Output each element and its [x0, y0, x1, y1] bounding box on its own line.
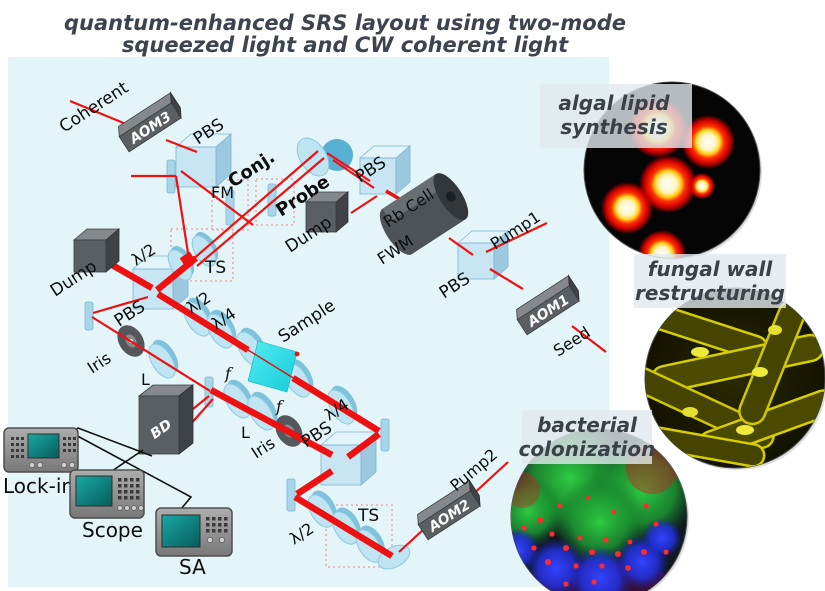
beam-pump1	[485, 222, 548, 253]
algal-inset-label: algal lipid synthesis	[540, 84, 692, 148]
flip-mirror-box-1	[211, 179, 249, 231]
sa-instrument	[155, 507, 233, 557]
beam-lo-to-bs	[91, 316, 211, 392]
pbs-cube-2	[358, 145, 412, 195]
beam-lo-down	[174, 175, 192, 267]
beam-mirror-pbs5	[346, 431, 381, 460]
beam-coherent-in	[69, 99, 127, 126]
sa-keypad	[206, 517, 228, 533]
bacterial-red-dots	[521, 495, 669, 587]
sa-label: SA	[179, 555, 206, 579]
algal-label-line2: synthesis	[560, 115, 667, 139]
bacterial-label-line2: colonization	[519, 437, 656, 461]
algal-label-line1: algal lipid	[558, 91, 670, 115]
scope-keypad	[118, 478, 140, 500]
beam-cross-marker	[179, 251, 197, 269]
beam-pbs5-mirror	[295, 468, 334, 497]
translation-stage-box-bottom	[325, 504, 393, 568]
beam-probe-2	[196, 157, 325, 267]
laser-beams	[69, 99, 607, 559]
beam-pump2-path	[293, 494, 394, 559]
pbs-cube-3	[456, 230, 510, 280]
sample-cuvette	[247, 340, 298, 393]
f-lens-label-1: f	[224, 364, 234, 383]
scope-screen	[75, 475, 113, 507]
l-lens-label-1: L	[141, 370, 150, 389]
beam-sample-focus	[247, 349, 296, 380]
beam-pbs4-mirror	[92, 295, 149, 315]
beam-pbs3-aom1	[489, 268, 524, 290]
beam-pbs2-mirror-1	[326, 152, 371, 182]
beam-pbs4-sample	[156, 291, 250, 353]
bacterial-inset-label: bacterial colonization	[519, 410, 656, 464]
ts-bottom-label: TS	[357, 506, 379, 526]
beam-conjugate	[180, 170, 254, 226]
mirror-right-icon	[380, 418, 390, 452]
beam-seed	[571, 325, 607, 353]
l-lens-label-2: L	[241, 423, 250, 442]
flip-mirror-box-2	[255, 178, 295, 226]
lockin-keypad-right	[63, 437, 76, 452]
scope-label: Scope	[82, 518, 143, 542]
bacterial-label-line1: bacterial	[537, 413, 638, 437]
beam-sample-mirror	[291, 375, 381, 434]
pbs-cube-1	[174, 133, 233, 188]
beam-probe-1	[190, 150, 319, 262]
curved-mirror-icon	[296, 137, 353, 177]
rb-cell-cylinder	[379, 173, 469, 255]
beam-aom3-pbs1	[165, 138, 198, 154]
sa-screen	[161, 514, 201, 548]
lockin-instrument	[3, 427, 79, 473]
figure-title-line1: quantum-enhanced SRS layout using two-mo…	[64, 11, 626, 35]
f-lens-label-2: f	[275, 397, 285, 416]
beam-rb-pbs3	[448, 237, 474, 256]
wire-to-sa	[69, 431, 193, 510]
lockin-keypad-left	[11, 437, 24, 458]
fungal-label-line2: restructuring	[635, 281, 785, 305]
scope-instrument	[69, 469, 145, 519]
beam-mirror-aom2	[398, 528, 425, 553]
fm-label: FM	[211, 183, 234, 202]
dump-cube-top	[304, 191, 350, 233]
mirror-bottom-icon	[286, 478, 296, 512]
ts-top-label: TS	[204, 258, 226, 278]
beam-focus-dot	[294, 351, 300, 357]
dump-cube-left	[72, 228, 121, 273]
beam-pbs2-dump	[350, 195, 378, 214]
fungal-inset-label: fungal wall restructuring	[634, 254, 786, 308]
lockin-label: Lock-in	[3, 474, 74, 498]
mirror-left-icon	[84, 301, 94, 331]
beam-pbs2-mirror-2	[332, 159, 375, 189]
fungal-inset-image	[644, 287, 825, 470]
fungal-label-line1: fungal wall	[648, 257, 774, 281]
figure-title-line2: squeezed light and CW coherent light	[122, 33, 569, 57]
beam-pbs4-dump	[105, 259, 154, 291]
balanced-detector-box: BD	[137, 384, 195, 455]
beam-pbs5-bs	[209, 387, 334, 458]
lockin-screen	[27, 433, 60, 459]
